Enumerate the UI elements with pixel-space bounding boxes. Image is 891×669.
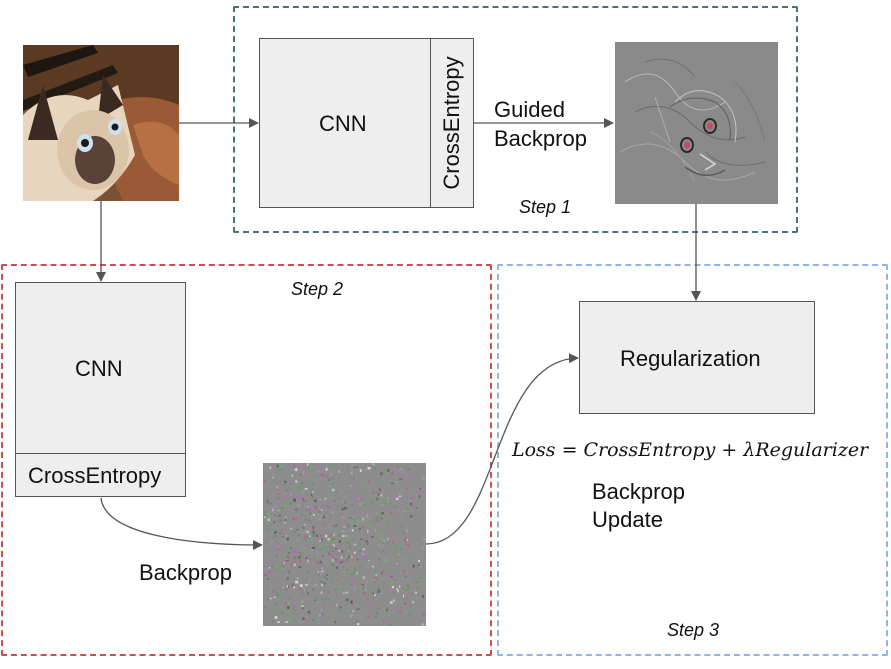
- step2-cnn-box: [15, 282, 186, 497]
- step1-crossentropy-label: CrossEntropy: [439, 56, 464, 190]
- step2-label: Step 2: [291, 279, 344, 299]
- step3-label: Step 3: [667, 620, 720, 640]
- loss-formula: Loss = CrossEntropy + λRegularizer: [512, 439, 869, 461]
- step1-cnn-box: [259, 38, 474, 208]
- step2-divider: [15, 453, 186, 454]
- step3-update-label: Update: [592, 507, 663, 532]
- step1-group: [233, 6, 798, 233]
- guided-backprop-label-line1: Guided: [494, 97, 565, 122]
- input-cat-image: [23, 45, 179, 201]
- step1-label: Step 1: [519, 197, 572, 217]
- step3-backprop-label: Backprop: [592, 479, 685, 504]
- step2-cnn-label: CNN: [75, 356, 123, 381]
- gradient-noise-image: [263, 463, 426, 626]
- guided-backprop-label-line2: Backprop: [494, 126, 587, 151]
- step2-backprop-label: Backprop: [139, 560, 232, 585]
- step2-crossentropy-label: CrossEntropy: [28, 463, 162, 488]
- step1-cnn-label: CNN: [319, 111, 367, 136]
- guided-backprop-image: [615, 42, 778, 204]
- regularization-label: Regularization: [620, 346, 761, 371]
- step1-divider: [430, 38, 431, 208]
- regularization-box: [579, 301, 815, 414]
